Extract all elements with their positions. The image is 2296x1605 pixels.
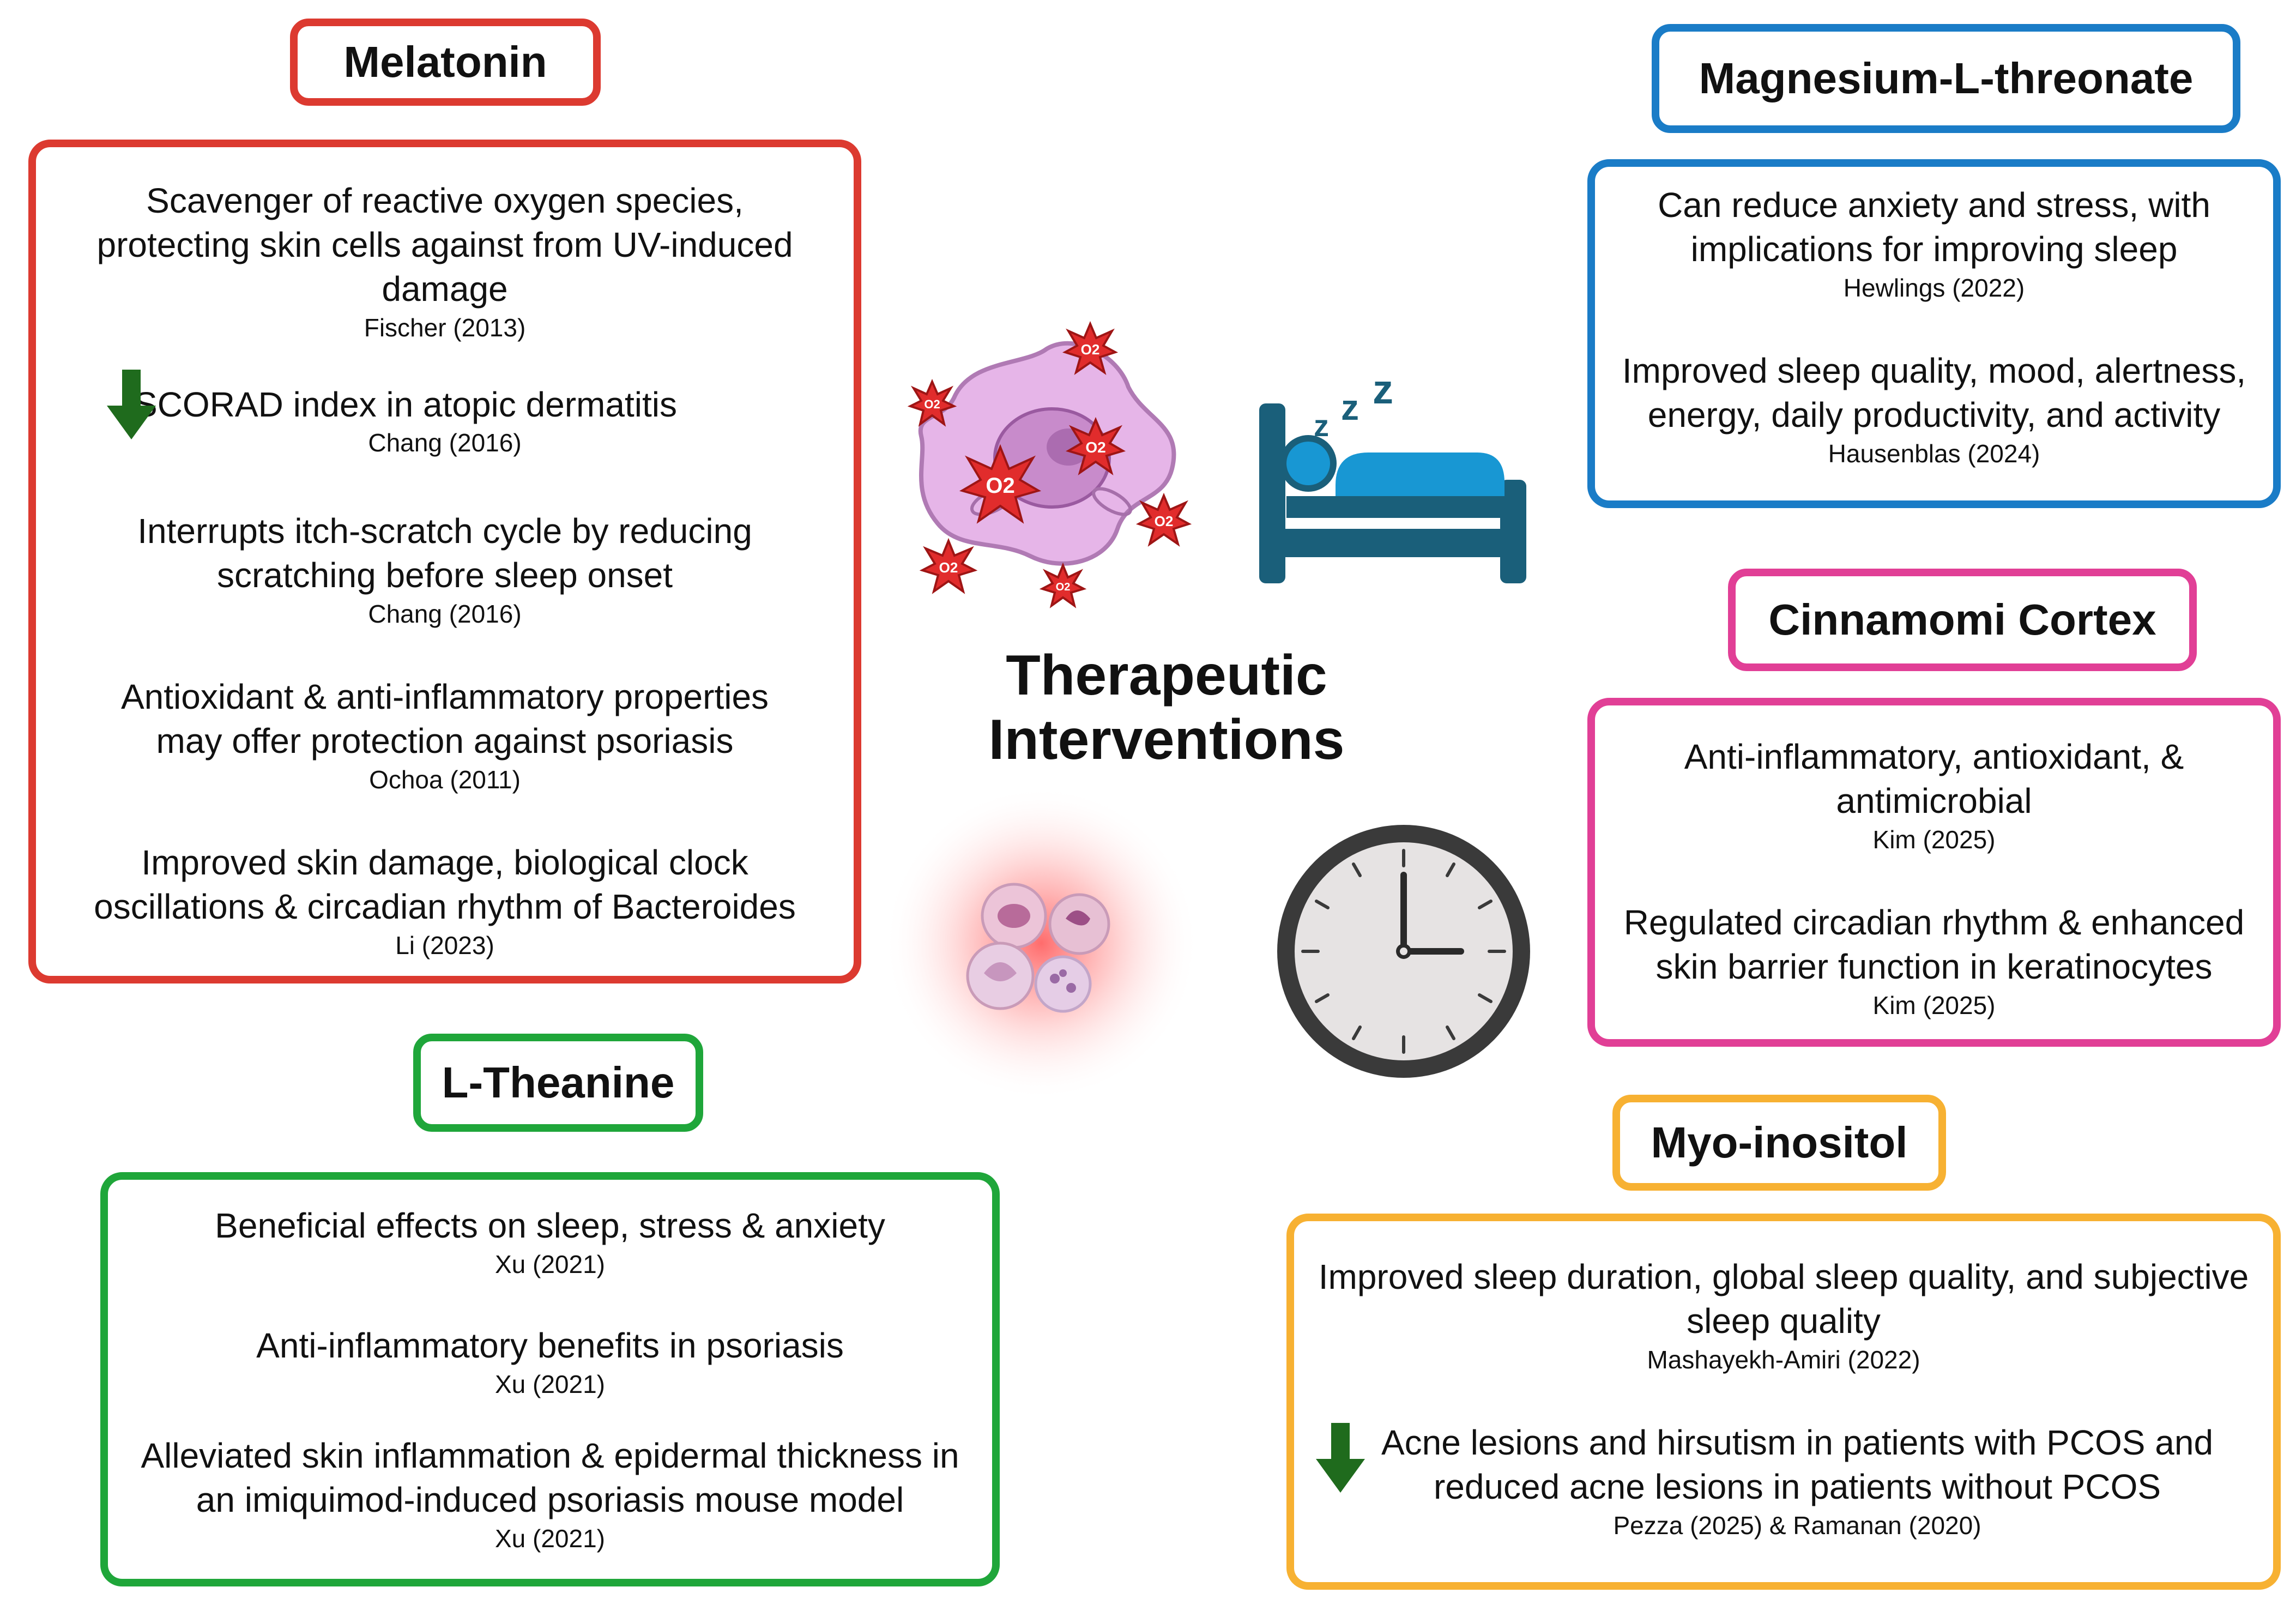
melatonin-claim: Interrupts itch-scratch cycle by reducin… <box>137 511 752 595</box>
magnesium-entry: Can reduce anxiety and stress, with impl… <box>1595 183 2273 304</box>
theanine-entry: Alleviated skin inflammation & epidermal… <box>108 1434 992 1555</box>
cinnamomi-citation: Kim (2025) <box>1872 825 1996 854</box>
melatonin-entry: Interrupts itch-scratch cycle by reducin… <box>36 509 854 630</box>
melatonin-claim: Improved skin damage, biological clock o… <box>94 843 796 926</box>
melatonin-claim: SCORAD index in atopic dermatitis <box>134 385 677 424</box>
magnesium-panel: Can reduce anxiety and stress, with impl… <box>1587 159 2281 508</box>
theanine-entry: Beneficial effects on sleep, stress & an… <box>108 1204 992 1281</box>
melatonin-claim: Scavenger of reactive oxygen species, pr… <box>96 181 793 309</box>
ros-star-icon: O2 <box>919 538 978 594</box>
ros-label: O2 <box>1155 513 1174 529</box>
cinnamomi-claim: Anti-inflammatory, antioxidant, & antimi… <box>1684 737 2184 820</box>
melatonin-entry: Improved skin damage, biological clock o… <box>36 841 854 962</box>
svg-text:z: z <box>1314 408 1329 443</box>
ros-star-icon: O2 <box>959 444 1042 524</box>
ros-label: O2 <box>939 559 958 576</box>
theanine-claim: Beneficial effects on sleep, stress & an… <box>215 1206 885 1245</box>
ros-label: O2 <box>986 474 1014 498</box>
melatonin-entry: SCORAD index in atopic dermatitis <box>36 383 854 427</box>
immune-cells-icon <box>883 785 1199 1101</box>
melatonin-citation: Chang (2016) <box>368 600 522 628</box>
melatonin-citation: Chang (2016) <box>368 429 522 457</box>
myoinositol-claim: Improved sleep duration, global sleep qu… <box>1318 1257 2249 1341</box>
ros-label: O2 <box>924 397 940 411</box>
center-title-line1: Therapeutic <box>1006 644 1327 707</box>
theanine-claim: Anti-inflammatory benefits in psoriasis <box>256 1326 844 1365</box>
magnesium-title-text: Magnesium-L-threonate <box>1699 54 2194 102</box>
theanine-citation: Xu (2021) <box>494 1524 605 1553</box>
myoinositol-entry: Improved sleep duration, global sleep qu… <box>1294 1255 2273 1376</box>
theanine-citation: Xu (2021) <box>494 1250 605 1278</box>
myoinositol-claim: Acne lesions and hirsutism in patients w… <box>1381 1423 2214 1506</box>
theanine-title-text: L-Theanine <box>442 1058 675 1107</box>
ros-star-icon: O2 <box>1135 492 1192 547</box>
magnesium-citation: Hausenblas (2024) <box>1828 439 2040 468</box>
svg-text:z: z <box>1341 387 1359 427</box>
ros-star-icon: O2 <box>1062 321 1119 375</box>
svg-text:z: z <box>1373 366 1393 413</box>
ros-label: O2 <box>1056 581 1071 593</box>
myoinositol-title-text: Myo-inositol <box>1651 1118 1908 1167</box>
theanine-panel: Beneficial effects on sleep, stress & an… <box>100 1172 1000 1586</box>
magnesium-entry: Improved sleep quality, mood, alertness,… <box>1595 349 2273 470</box>
theanine-title: L-Theanine <box>413 1034 703 1132</box>
down-arrow-icon <box>107 370 156 439</box>
theanine-citation: Xu (2021) <box>494 1370 605 1398</box>
myoinositol-citation: Mashayekh-Amiri (2022) <box>1647 1345 1920 1374</box>
clock-icon <box>1277 825 1530 1078</box>
cinnamomi-entry: Regulated circadian rhythm & enhanced sk… <box>1595 901 2273 1022</box>
melatonin-panel: Scavenger of reactive oxygen species, pr… <box>28 140 861 983</box>
myoinositol-citation: Pezza (2025) & Ramanan (2020) <box>1613 1511 1981 1540</box>
magnesium-citation: Hewlings (2022) <box>1843 274 2025 302</box>
melatonin-citation: Ochoa (2011) <box>369 765 521 794</box>
cinnamomi-claim: Regulated circadian rhythm & enhanced sk… <box>1623 903 2245 986</box>
cinnamomi-citation: Kim (2025) <box>1872 991 1996 1019</box>
theanine-entry: Anti-inflammatory benefits in psoriasis … <box>108 1324 992 1401</box>
ros-star-icon: O2 <box>1066 417 1126 475</box>
ros-star-icon: O2 <box>907 378 957 427</box>
ros-label: O2 <box>1081 341 1100 358</box>
myoinositol-panel: Improved sleep duration, global sleep qu… <box>1286 1214 2281 1590</box>
cinnamomi-title: Cinnamomi Cortex <box>1728 569 2197 671</box>
sleeping-person-bed-icon: z z z <box>1259 366 1526 583</box>
ros-label: O2 <box>1085 439 1105 456</box>
theanine-claim: Alleviated skin inflammation & epidermal… <box>141 1436 959 1519</box>
magnesium-title: Magnesium-L-threonate <box>1652 24 2240 133</box>
ros-cell-icon: O2 O2 O2 O2 O2 O2 O2 <box>907 321 1192 608</box>
melatonin-title-text: Melatonin <box>343 38 547 86</box>
melatonin-entry: Antioxidant & anti-inflammatory properti… <box>36 675 854 796</box>
myoinositol-title: Myo-inositol <box>1612 1095 1946 1191</box>
cinnamomi-panel: Anti-inflammatory, antioxidant, & antimi… <box>1587 698 2281 1047</box>
center-title-line2: Interventions <box>988 708 1345 771</box>
melatonin-claim: Antioxidant & anti-inflammatory properti… <box>120 677 769 761</box>
melatonin-title: Melatonin <box>290 19 601 106</box>
melatonin-citation: Li (2023) <box>395 931 494 960</box>
cinnamomi-title-text: Cinnamomi Cortex <box>1768 595 2156 644</box>
myoinositol-entry: Acne lesions and hirsutism in patients w… <box>1294 1421 2273 1542</box>
down-arrow-icon <box>1316 1423 1365 1493</box>
melatonin-entry: Scavenger of reactive oxygen species, pr… <box>36 179 854 344</box>
melatonin-entry: Chang (2016) <box>36 426 854 459</box>
ros-star-icon: O2 <box>1039 562 1087 608</box>
center-title: Therapeutic Interventions <box>927 643 1406 772</box>
magnesium-claim: Can reduce anxiety and stress, with impl… <box>1658 185 2210 269</box>
magnesium-claim: Improved sleep quality, mood, alertness,… <box>1622 351 2246 435</box>
melatonin-citation: Fischer (2013) <box>364 313 526 342</box>
cinnamomi-entry: Anti-inflammatory, antioxidant, & antimi… <box>1595 735 2273 856</box>
